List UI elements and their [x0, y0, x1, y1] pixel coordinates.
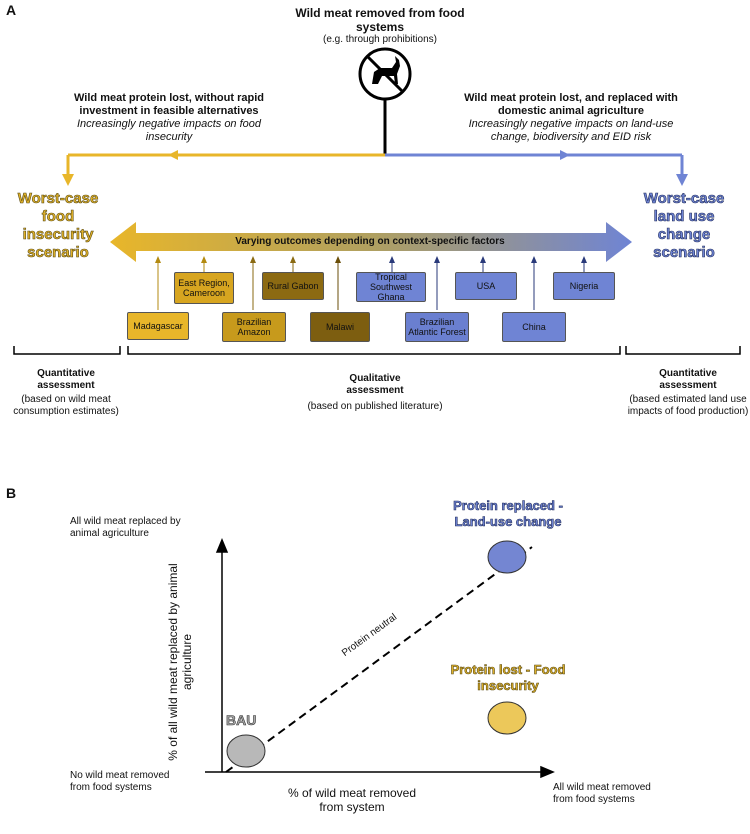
axes	[205, 538, 555, 779]
origin-note: No wild meat removed from food systems	[70, 770, 170, 793]
left-heading: Wild meat protein lost, without rapid in…	[74, 92, 264, 117]
assess-left-title: Quantitative assessment	[37, 368, 95, 391]
bau-label: BAU	[226, 712, 257, 729]
assess-mid-sub: (based on published literature)	[307, 401, 443, 412]
top-subtitle: (e.g. through prohibitions)	[323, 34, 437, 45]
x-axis-label: % of wild meat removed from system	[287, 786, 417, 814]
assessment-brackets	[13, 346, 741, 355]
case-box: China	[502, 312, 566, 342]
case-box: Tropical Southwest Ghana	[356, 272, 426, 302]
right-subheading: Increasingly negative impacts on land-us…	[468, 118, 674, 143]
bau-ellipse	[226, 734, 266, 768]
y-top-note: All wild meat replaced by animal agricul…	[70, 516, 181, 539]
case-arrows	[155, 256, 587, 310]
protein-neutral-line	[225, 546, 533, 773]
assess-left-sub: (based on wild meat consumption estimate…	[13, 394, 119, 417]
case-box: Brazilian Amazon	[222, 312, 286, 342]
left-subheading: Increasingly negative impacts on food in…	[76, 118, 262, 143]
x-end-note: All wild meat removed from food systems	[553, 782, 651, 805]
assess-right-title: Quantitative assessment	[659, 368, 717, 391]
land-use-outcome: Worst-case land use change scenario	[643, 190, 725, 262]
case-box: Madagascar	[127, 312, 189, 340]
top-title: Wild meat removed from food systems	[295, 6, 465, 34]
assess-right-sub: (based estimated land use impacts of foo…	[627, 394, 749, 417]
right-heading: Wild meat protein lost, and replaced wit…	[464, 92, 678, 117]
replaced-ellipse	[487, 540, 527, 574]
y-axis-label: % of all wild meat replaced by animal ag…	[166, 563, 194, 761]
case-box: Nigeria	[553, 272, 615, 300]
assess-mid-title: Qualitative assessment	[346, 373, 404, 396]
case-box: USA	[455, 272, 517, 300]
outcome-range-label: Varying outcomes depending on context-sp…	[235, 236, 505, 247]
case-box: Brazilian Atlantic Forest	[405, 312, 469, 342]
replaced-label: Protein replaced - Land-use change	[453, 498, 563, 530]
prohibition-icon	[358, 47, 412, 101]
case-box: Rural Gabon	[262, 272, 324, 300]
food-insecurity-branch	[62, 150, 385, 186]
lost-label: Protein lost - Food insecurity	[450, 662, 566, 694]
lost-ellipse	[487, 701, 527, 735]
case-box: East Region, Cameroon	[174, 272, 234, 304]
outcome-range-arrow	[110, 222, 632, 262]
case-box: Malawi	[310, 312, 370, 342]
panel-a-label: A	[6, 2, 17, 18]
panel-b-label: B	[6, 485, 17, 501]
food-insecurity-outcome: Worst-case food insecurity scenario	[17, 190, 99, 262]
land-use-branch	[385, 150, 688, 186]
